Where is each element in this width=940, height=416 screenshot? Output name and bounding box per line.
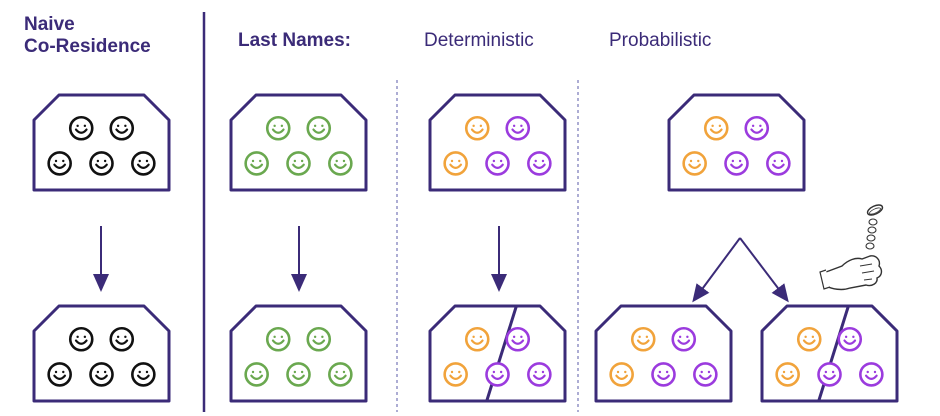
naive-co-residence-title: Naive Co-Residence [24, 14, 151, 58]
smiley-face-icon [505, 115, 531, 141]
smiley-face-icon [630, 326, 656, 352]
smiley-face-icon [837, 326, 863, 352]
smiley-face-icon [527, 362, 552, 387]
smiley-face-icon [89, 362, 114, 387]
house-icon [32, 304, 171, 403]
house-icon [594, 304, 733, 403]
smiley-face-icon [109, 326, 135, 352]
smiley-face-icon [859, 362, 884, 387]
arrow-icon [692, 237, 741, 303]
smiley-face-icon [682, 151, 707, 176]
smiley-face-icon [328, 362, 353, 387]
smiley-face-icon [286, 151, 311, 176]
section-dividers [202, 12, 579, 412]
last-names-label: Last Names: [238, 30, 351, 51]
house-icon [229, 304, 368, 403]
smiley-face-icon [68, 326, 94, 352]
house-icon [667, 93, 806, 192]
smiley-face-icon [817, 362, 842, 387]
smiley-face-icon [505, 326, 531, 352]
probabilistic-label: Probabilistic [609, 30, 712, 51]
smiley-face-icon [744, 115, 770, 141]
house-icon [229, 93, 368, 192]
naive-title-line2: Co-Residence [24, 36, 151, 57]
smiley-face-icon [131, 362, 156, 387]
smiley-face-icon [265, 115, 291, 141]
smiley-face-icon [306, 115, 332, 141]
smiley-face-icon [244, 151, 269, 176]
smiley-face-icon [47, 151, 72, 176]
coin-flip-hand-icon [819, 204, 884, 291]
smiley-face-icon [328, 151, 353, 176]
smiley-face-icon [693, 362, 718, 387]
smiley-face-icon [89, 151, 114, 176]
house-icon [428, 304, 567, 403]
house-icon [428, 93, 567, 192]
smiley-face-icon [485, 151, 510, 176]
smiley-face-icon [443, 362, 468, 387]
smiley-face-icon [796, 326, 822, 352]
smiley-face-icon [609, 362, 634, 387]
smiley-face-icon [443, 151, 468, 176]
naive-title-line1: Naive [24, 14, 75, 35]
smiley-face-icon [724, 151, 749, 176]
smiley-face-icon [464, 326, 490, 352]
smiley-face-icon [306, 326, 332, 352]
deterministic-label: Deterministic [424, 30, 534, 51]
smiley-face-icon [671, 326, 697, 352]
smiley-face-icon [651, 362, 676, 387]
smiley-face-icon [68, 115, 94, 141]
smiley-face-icon [265, 326, 291, 352]
house-icon [32, 93, 171, 192]
smiley-face-icon [286, 362, 311, 387]
smiley-face-icon [527, 151, 552, 176]
smiley-face-icon [47, 362, 72, 387]
smiley-face-icon [775, 362, 800, 387]
smiley-face-icon [131, 151, 156, 176]
smiley-face-icon [109, 115, 135, 141]
smiley-face-icon [703, 115, 729, 141]
smiley-face-icon [244, 362, 269, 387]
smiley-face-icon [766, 151, 791, 176]
smiley-face-icon [464, 115, 490, 141]
smiley-face-icon [485, 362, 510, 387]
arrow-icon [739, 237, 789, 303]
house-icon [760, 304, 899, 403]
